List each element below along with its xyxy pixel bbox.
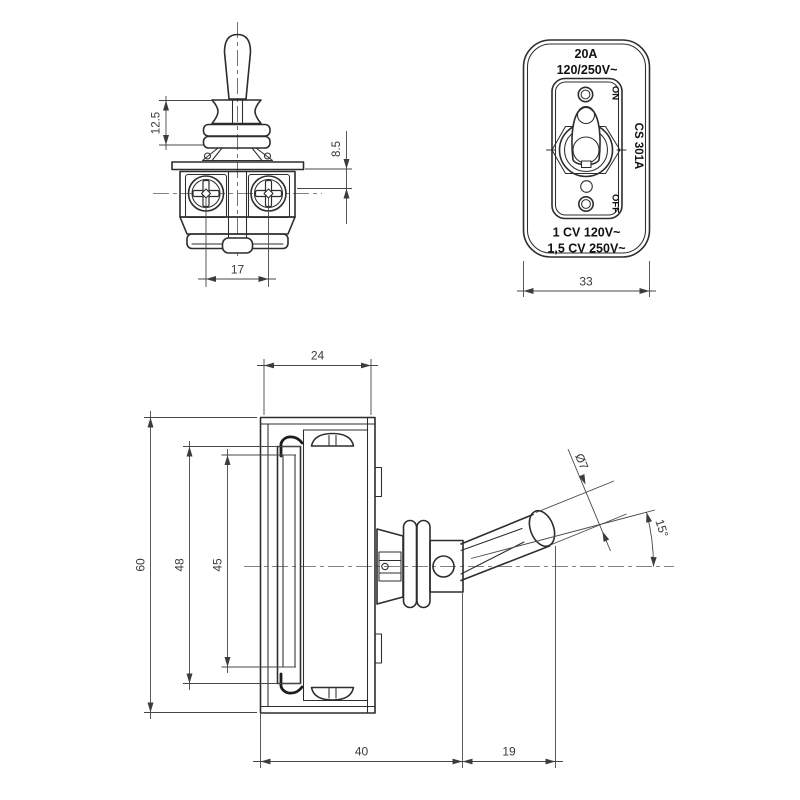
front-view: 12.5 8.5 17: [151, 22, 352, 287]
faceplate-current-rating: 20A: [575, 47, 598, 61]
spring-clip-top: [279, 435, 304, 458]
switch-panel-outer: [551, 77, 623, 220]
dim-label-bushing-height: 8.5: [331, 141, 343, 157]
pivot-hole: [432, 555, 455, 578]
dim-label-inner-height: 45: [211, 558, 225, 572]
bushing-skirt: [201, 147, 274, 162]
dim-label-height: 60: [134, 558, 148, 572]
dim-17: 17: [198, 197, 276, 287]
toggle-lever-front: [223, 33, 252, 100]
dim-40-19: 40 19: [253, 546, 563, 768]
mounting-bracket-side: [276, 445, 302, 685]
dim-45: 45: [211, 449, 296, 673]
spring-clip-bottom: [279, 672, 304, 695]
on-label: ON: [610, 86, 621, 100]
center-column-tip: [221, 237, 254, 254]
dim-48: 48: [173, 441, 301, 690]
body-tab-bottom: [374, 633, 383, 664]
dim-60: 60: [134, 411, 257, 719]
dim-33: 33: [517, 261, 656, 297]
faceplate-inner-edge: [526, 43, 647, 254]
dim-label-lever-angle: 15°: [652, 517, 671, 539]
dim-label-screw-spacing: 17: [231, 263, 245, 277]
off-label: OFF: [610, 194, 621, 213]
toggle-assembly-front: [545, 105, 627, 178]
toggle-lever-side: [460, 509, 556, 582]
switch-body-side: [259, 416, 376, 714]
lever-bushing-neck: [211, 99, 262, 125]
power-rating-2: 1,5 CV 250V~: [547, 242, 625, 256]
locking-ring-lower: [202, 135, 271, 149]
body-tab-top: [374, 466, 383, 498]
dim-label-lever-diameter: Ø7: [572, 451, 591, 472]
faceplate-view: 20A 120/250V~ ON OFF CS 301A 1 CV 120V~ …: [517, 39, 656, 297]
dim-24: 24: [257, 349, 378, 415]
clamp-screw-top: [310, 432, 355, 447]
toggle-bat: [571, 106, 601, 166]
dim-label-plate-width: 33: [579, 275, 593, 289]
locking-ring-upper: [202, 123, 271, 137]
power-rating-1: 1 CV 120V~: [553, 226, 621, 240]
mechanism-block: [378, 551, 402, 582]
panel-screw-hole-bottom: [577, 196, 594, 213]
dim-label-depth: 24: [311, 349, 325, 363]
dim-lever-angle: 15°: [470, 509, 671, 567]
faceplate-outer: [522, 39, 651, 258]
model-number-label: CS 301A: [632, 123, 644, 170]
dim-label-stem-height: 12.5: [151, 112, 163, 134]
lever-tip-circle: [580, 180, 593, 193]
side-view: Ø7 15° 24 60: [134, 349, 674, 768]
clamp-screw-bottom: [310, 686, 355, 701]
dim-label-bracket-height: 48: [173, 558, 187, 572]
dim-label-body-length: 40: [355, 745, 369, 759]
lever-tip-dome: [528, 509, 556, 548]
faceplate-voltage-rating: 120/250V~: [557, 63, 618, 77]
terminal-pocket-right: [247, 173, 291, 219]
dim-12-5: 12.5: [151, 96, 212, 150]
dim-8-5: 8.5: [297, 131, 352, 224]
dim-label-lever-length: 19: [502, 745, 516, 759]
panel-screw-hole-top: [577, 86, 594, 103]
mounting-flange: [171, 161, 305, 171]
dim-lever-diameter: Ø7: [535, 448, 627, 552]
bushing-ring-2: [416, 519, 431, 609]
bushing-ring-1: [402, 519, 418, 609]
pivot-block: [429, 539, 464, 593]
